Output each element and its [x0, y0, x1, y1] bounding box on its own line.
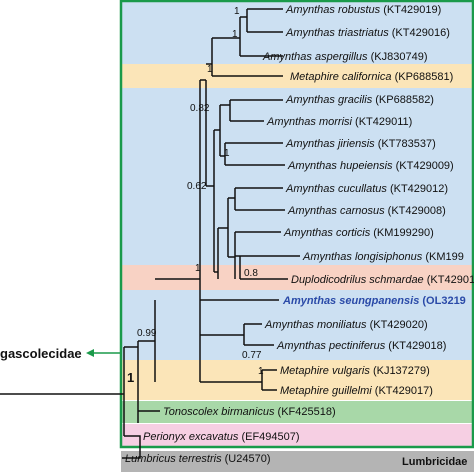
taxon-label: Lumbricus terrestris (U24570) — [125, 453, 271, 465]
taxon-label: Amynthas morrisi (KT429011) — [266, 116, 412, 128]
taxon-label: Perionyx excavatus (EF494507) — [143, 431, 300, 443]
taxon-label: Amynthas gracilis (KP688582) — [285, 94, 434, 106]
taxon-label: Amynthas moniliatus (KT429020) — [264, 319, 428, 331]
taxon-label: Amynthas aspergillus (KJ830749) — [262, 51, 428, 63]
family-label-lumbricidae: Lumbricidae — [402, 456, 467, 468]
taxon-label: Metaphire guillelmi (KT429017) — [280, 385, 433, 397]
support-value: 1 — [127, 370, 134, 385]
band-metaphire-californica — [121, 64, 474, 88]
clade-bands — [121, 2, 474, 472]
band-tonoscolex — [121, 401, 474, 423]
taxon-label: Amynthas triastriatus (KT429016) — [285, 27, 450, 39]
support-value: 1 — [224, 148, 230, 159]
support-value: 1 — [232, 29, 238, 40]
band-metaphire-vulgaris — [121, 360, 474, 400]
band-amynthas-bottom — [121, 290, 474, 360]
support-value: 0.8 — [244, 268, 258, 279]
taxon-label: Amynthas longisiphonus (KM199 — [302, 251, 464, 263]
band-lumbricidae — [121, 451, 474, 472]
taxon-label-highlight: Amynthas seungpanensis (OL3219 — [282, 295, 466, 307]
band-amynthas-top — [121, 2, 474, 64]
band-amynthas-middle — [121, 88, 474, 265]
taxon-label: Amynthas carnosus (KT429008) — [287, 205, 446, 217]
tree-branches — [0, 8, 300, 459]
taxon-label: Metaphire californica (KP688581) — [290, 71, 453, 83]
support-value: 1 — [234, 6, 240, 17]
support-values: 1 1 1 0.82 1 0.62 0.8 1 0.99 0.77 1 1 — [127, 6, 264, 385]
taxon-label: Amynthas cucullatus (KT429012) — [285, 183, 448, 195]
family-label-megascolecidae: gascolecidae — [0, 346, 82, 361]
support-value: 0.82 — [190, 103, 210, 114]
taxon-label: Metaphire vulgaris (KJ137279) — [280, 365, 430, 377]
taxon-label: Tonoscolex birmanicus (KF425518) — [163, 406, 336, 418]
taxon-labels: Amynthas robustus (KT429019) Amynthas tr… — [125, 4, 474, 465]
support-value: 0.77 — [242, 350, 262, 361]
taxon-label: Amynthas hupeiensis (KT429009) — [287, 160, 454, 172]
megascolecidae-arrow — [86, 349, 121, 357]
taxon-label: Amynthas jiriensis (KT783537) — [285, 138, 436, 150]
taxon-label: Amynthas corticis (KM199290) — [283, 227, 434, 239]
support-value: 1 — [258, 366, 264, 377]
support-value: 0.99 — [137, 328, 157, 339]
support-value: 0.62 — [187, 181, 207, 192]
taxon-label: Duplodicodrilus schmardae (KT42901 — [291, 274, 474, 286]
support-value: 1 — [195, 263, 201, 274]
taxon-label: Amynthas pectiniferus (KT429018) — [276, 340, 446, 352]
band-duplodicodrilus — [121, 265, 474, 290]
taxon-label: Amynthas robustus (KT429019) — [285, 4, 441, 16]
megascolecidae-frame — [119, 0, 474, 449]
band-perionyx — [121, 424, 474, 446]
support-value: 1 — [207, 64, 213, 75]
